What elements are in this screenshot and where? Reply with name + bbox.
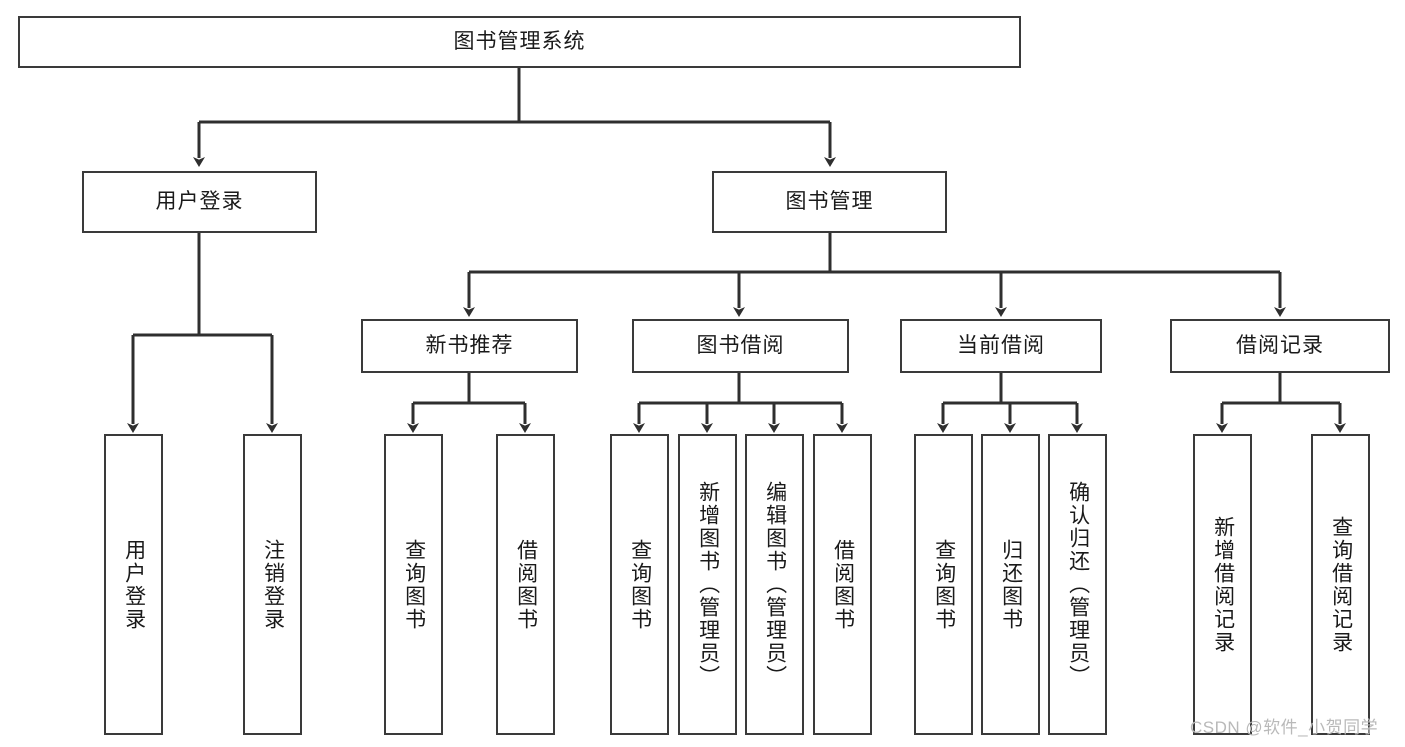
node-borrow-record[interactable]: 借阅记录: [1170, 319, 1390, 373]
leaf-record-add-record[interactable]: 新增借阅记录: [1193, 434, 1252, 735]
leaf-record-query-record[interactable]: 查询借阅记录: [1311, 434, 1370, 735]
node-root-system[interactable]: 图书管理系统: [18, 16, 1021, 68]
leaf-borrow-edit-book-admin[interactable]: 编辑图书（管理员）: [745, 434, 804, 735]
node-label: 编辑图书（管理员）: [763, 481, 787, 688]
node-label: 借阅图书: [514, 538, 538, 631]
node-label: 确认归还（管理员）: [1066, 481, 1090, 688]
leaf-borrow-query-book[interactable]: 查询图书: [610, 434, 669, 735]
node-label: 借阅记录: [1236, 334, 1324, 358]
node-label: 查询图书: [628, 538, 652, 631]
node-label: 新增图书（管理员）: [696, 481, 720, 688]
leaf-recommend-borrow-book[interactable]: 借阅图书: [496, 434, 555, 735]
node-label: 用户登录: [122, 538, 146, 631]
leaf-current-return-book[interactable]: 归还图书: [981, 434, 1040, 735]
node-label: 新书推荐: [425, 334, 514, 358]
node-book-borrow[interactable]: 图书借阅: [632, 319, 849, 373]
leaf-borrow-add-book-admin[interactable]: 新增图书（管理员）: [678, 434, 737, 735]
node-label: 查询借阅记录: [1329, 515, 1353, 654]
node-label: 图书管理: [785, 190, 874, 214]
node-user-login[interactable]: 用户登录: [82, 171, 317, 233]
leaf-recommend-query-book[interactable]: 查询图书: [384, 434, 443, 735]
leaf-current-query-book[interactable]: 查询图书: [914, 434, 973, 735]
leaf-current-confirm-return-admin[interactable]: 确认归还（管理员）: [1048, 434, 1107, 735]
leaf-user-logout[interactable]: 注销登录: [243, 434, 302, 735]
node-label: 图书借阅: [696, 334, 785, 358]
leaf-user-login[interactable]: 用户登录: [104, 434, 163, 735]
csdn-watermark: CSDN @软件_小贺同学: [1190, 718, 1379, 737]
node-label: 当前借阅: [957, 334, 1045, 358]
node-label: 借阅图书: [831, 538, 855, 631]
node-book-management[interactable]: 图书管理: [712, 171, 947, 233]
node-label: 注销登录: [261, 538, 285, 631]
node-new-book-recommend[interactable]: 新书推荐: [361, 319, 578, 373]
node-label: 查询图书: [402, 538, 426, 631]
node-label: 查询图书: [932, 538, 956, 631]
leaf-borrow-borrow-book[interactable]: 借阅图书: [813, 434, 872, 735]
node-current-borrow[interactable]: 当前借阅: [900, 319, 1102, 373]
node-label: 图书管理系统: [453, 30, 586, 54]
node-label: 归还图书: [999, 538, 1023, 631]
node-label: 用户登录: [155, 190, 244, 214]
node-label: 新增借阅记录: [1211, 515, 1235, 654]
